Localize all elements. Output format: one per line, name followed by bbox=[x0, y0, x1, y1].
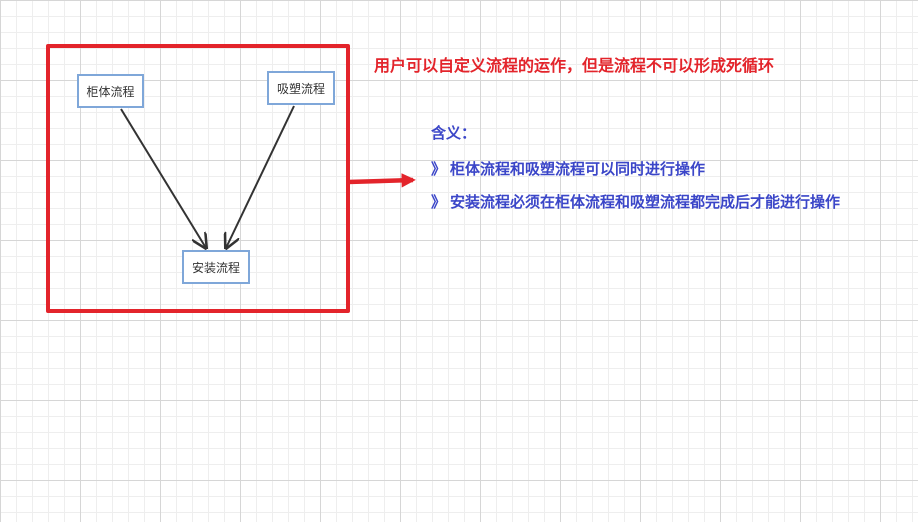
edge-plastic-to-install bbox=[226, 105, 295, 248]
bullet-icon: 》 bbox=[431, 160, 447, 178]
node-install-label: 安装流程 bbox=[191, 260, 240, 275]
node-cabinet-label: 柜体流程 bbox=[86, 84, 135, 99]
note-item-parallel: 》 柜体流程和吸塑流程可以同时进行操作 bbox=[431, 160, 861, 179]
bullet-icon: 》 bbox=[431, 193, 447, 211]
edge-cabinet-to-install bbox=[120, 108, 206, 248]
meaning-notes: 含义： 》 柜体流程和吸塑流程可以同时进行操作 》 安装流程必须在柜体流程和吸塑… bbox=[431, 122, 861, 226]
node-plastic-process[interactable]: 吸塑流程 bbox=[267, 71, 335, 105]
note-item-text: 安装流程必须在柜体流程和吸塑流程都完成后才能进行操作 bbox=[450, 193, 841, 211]
node-plastic-label: 吸塑流程 bbox=[276, 81, 325, 96]
callout-arrow bbox=[347, 173, 416, 188]
node-install-process[interactable]: 安装流程 bbox=[182, 250, 250, 284]
meaning-title: 含义： bbox=[431, 124, 477, 142]
node-cabinet-process[interactable]: 柜体流程 bbox=[77, 74, 144, 108]
note-item-dependency: 》 安装流程必须在柜体流程和吸塑流程都完成后才能进行操作 bbox=[431, 193, 861, 212]
note-item-text: 柜体流程和吸塑流程可以同时进行操作 bbox=[450, 160, 706, 178]
headline-note: 用户可以自定义流程的运作，但是流程不可以形成死循环 bbox=[374, 56, 775, 75]
highlight-frame bbox=[46, 44, 350, 313]
